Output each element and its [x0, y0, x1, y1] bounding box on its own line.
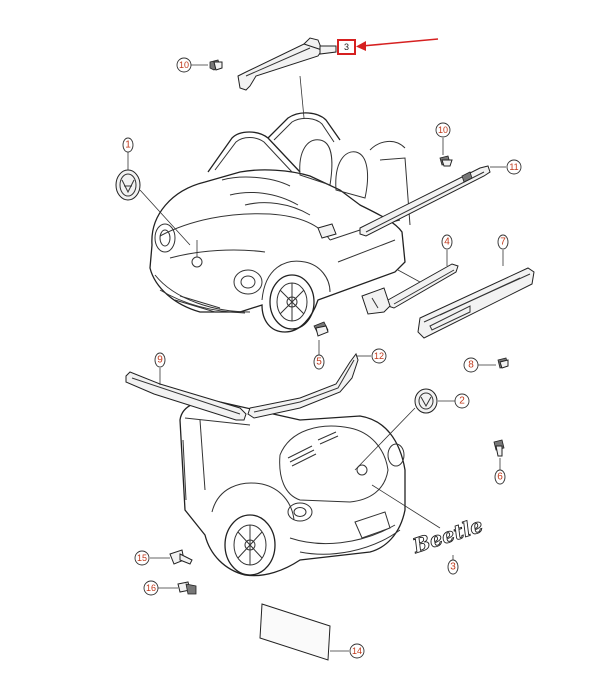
callout-9: 9 — [154, 352, 166, 368]
callout-7: 7 — [497, 234, 509, 250]
svg-text:6: 6 — [497, 472, 503, 483]
bolt-part-15 — [169, 549, 193, 565]
svg-text:7: 7 — [500, 237, 506, 248]
callout-5: 5 — [313, 354, 325, 370]
beetle-emblem-text: Beetle — [409, 513, 486, 558]
red-arrow — [356, 38, 439, 51]
svg-text:16: 16 — [146, 583, 156, 593]
clip-part-5 — [313, 321, 329, 337]
svg-text:5: 5 — [316, 357, 322, 368]
svg-text:12: 12 — [374, 351, 384, 361]
svg-text:2: 2 — [459, 396, 465, 407]
plate-part-14 — [259, 603, 331, 661]
callout-12: 12 — [371, 348, 387, 364]
side-skirt-part-7 — [417, 267, 535, 339]
callout-10-left: 10 — [176, 57, 192, 73]
callout-1: 1 — [122, 137, 134, 153]
bolt-part-16 — [177, 581, 197, 595]
deck-trim-part-12 — [247, 352, 359, 419]
callout-16: 16 — [143, 580, 159, 596]
svg-text:1: 1 — [125, 140, 131, 151]
svg-text:14: 14 — [352, 646, 362, 656]
svg-text:3: 3 — [450, 562, 456, 573]
clip-part-6 — [493, 439, 505, 457]
callout-15: 15 — [134, 550, 150, 566]
callout-10-right: 10 — [435, 122, 451, 138]
svg-text:15: 15 — [137, 553, 147, 563]
rear-car-illustration — [179, 400, 441, 577]
sill-trim-part-4 — [361, 263, 459, 315]
svg-text:8: 8 — [468, 360, 474, 371]
svg-text:10: 10 — [179, 60, 189, 70]
callout-6: 6 — [494, 469, 506, 485]
rear-emblem-part-2 — [414, 388, 438, 414]
clip-part-10a — [209, 59, 223, 71]
svg-text:11: 11 — [509, 162, 518, 172]
callout-2: 2 — [454, 393, 470, 409]
windshield-trim-part — [237, 37, 337, 91]
svg-text:10: 10 — [438, 125, 448, 135]
callout-14: 14 — [349, 643, 365, 659]
callout-8: 8 — [463, 357, 479, 373]
callout-3-highlighted: 3 — [344, 42, 349, 52]
callout-4: 4 — [441, 234, 453, 250]
beetle-emblem-part-3: Beetle — [409, 512, 487, 558]
clip-part-8 — [497, 357, 509, 369]
front-emblem-part-1 — [115, 169, 141, 201]
callout-3-bottom: 3 — [447, 559, 459, 575]
svg-text:4: 4 — [444, 237, 450, 248]
svg-text:9: 9 — [157, 355, 163, 366]
clip-part-10b — [439, 155, 453, 167]
highlight-box — [337, 39, 356, 55]
callout-11: 11 — [506, 159, 522, 175]
window-seal-part-11 — [359, 165, 491, 237]
deck-trim-part-9 — [125, 371, 247, 421]
